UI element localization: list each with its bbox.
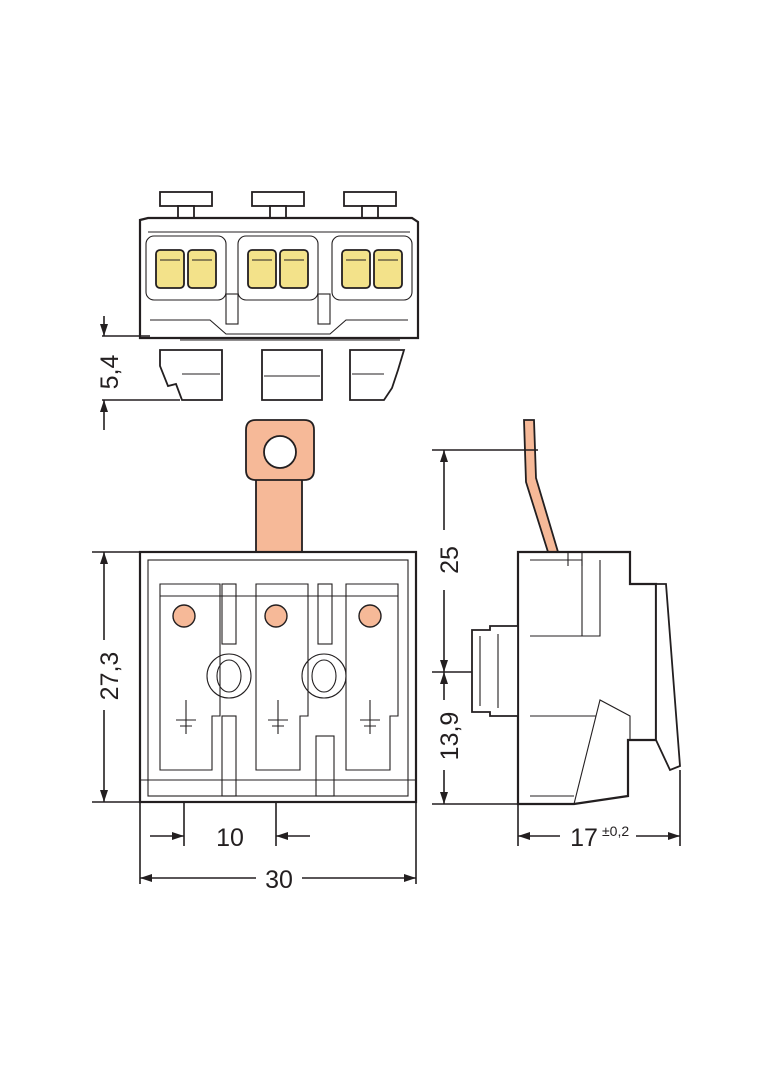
label-side-upper: 25 [436,546,464,574]
side-housing [516,550,658,806]
dim-top-height: 5,4 [96,316,180,430]
front-housing [138,550,418,804]
dim-pitch: 10 [150,802,310,852]
copper-terminal [245,419,315,555]
dim-side-lower: 13,9 [432,672,518,805]
dim-side-upper: 25 [432,449,538,673]
top-housing [138,216,420,340]
test-points [172,604,382,628]
label-depth-tolerance: ±0,2 [602,823,629,839]
label-depth: 17 [570,824,598,852]
label-front-height: 27,3 [96,652,124,701]
side-latch [471,625,519,717]
mounting-holes [206,653,347,699]
dim-front-height: 27,3 [92,551,140,803]
yellow-levers [155,249,403,289]
lever-cavities [145,235,413,301]
side-view: 25 13,9 17 ±0,2 [432,419,681,852]
snap-latches [159,339,406,401]
front-view: 27,3 10 30 [92,419,418,894]
side-copper-tab [523,419,560,553]
ground-marks [176,700,380,734]
label-pitch: 10 [216,824,244,852]
dim-width: 30 [139,802,417,894]
label-side-lower: 13,9 [436,712,464,761]
top-view: 5,4 [96,191,420,430]
dim-depth: 17 ±0,2 [517,770,681,852]
label-width: 30 [265,866,293,894]
contact-slots [159,583,399,797]
label-top-height: 5,4 [96,355,124,390]
